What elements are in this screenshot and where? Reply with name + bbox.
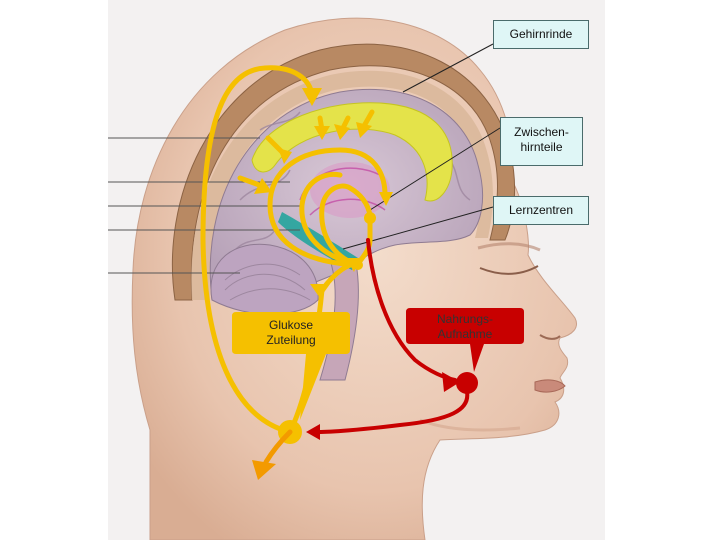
nostril	[539, 334, 561, 340]
glucose-callout-line2: Zuteilung	[266, 333, 316, 347]
food-intake-node	[456, 372, 478, 394]
food-callout-line2: Aufnahme	[437, 327, 493, 341]
food-intake-arrowhead-2	[306, 424, 320, 440]
learning-centers-label-text: Lernzentren	[508, 203, 574, 217]
closed-eye-icon	[479, 265, 539, 275]
diencephalon-label-line1: Zwischen-	[514, 125, 569, 139]
glucose-callout-text: Glukose Zuteilung	[232, 318, 350, 348]
diencephalon-label: Zwischen- hirnteile	[500, 117, 583, 166]
glucose-callout-bubble	[232, 312, 350, 420]
food-intake-arrowhead-1	[442, 372, 460, 392]
lips	[534, 379, 566, 393]
food-callout-bubble	[406, 308, 524, 372]
glucose-callout-line1: Glukose	[268, 318, 314, 332]
cerebellum-folds	[224, 263, 311, 301]
cortex-label-text: Gehirnrinde	[509, 27, 573, 41]
glucose-output-flow	[263, 429, 293, 465]
glucose-output-arrowhead	[252, 460, 276, 480]
leader-cortex	[402, 43, 494, 93]
cortex-label: Gehirnrinde	[493, 20, 589, 49]
food-intake-flow	[316, 238, 470, 434]
leader-diencephalon	[369, 127, 501, 211]
food-callout-line1: Nahrungs-	[436, 312, 494, 326]
eyebrow	[477, 242, 541, 252]
learning-center-node	[353, 260, 363, 270]
diencephalon-label-line2: hirnteile	[520, 140, 563, 154]
food-callout-text: Nahrungs- Aufnahme	[406, 312, 524, 342]
diencephalon-node	[364, 212, 376, 224]
learning-centers-label: Lernzentren	[493, 196, 589, 225]
glucose-arrowheads	[254, 88, 393, 298]
